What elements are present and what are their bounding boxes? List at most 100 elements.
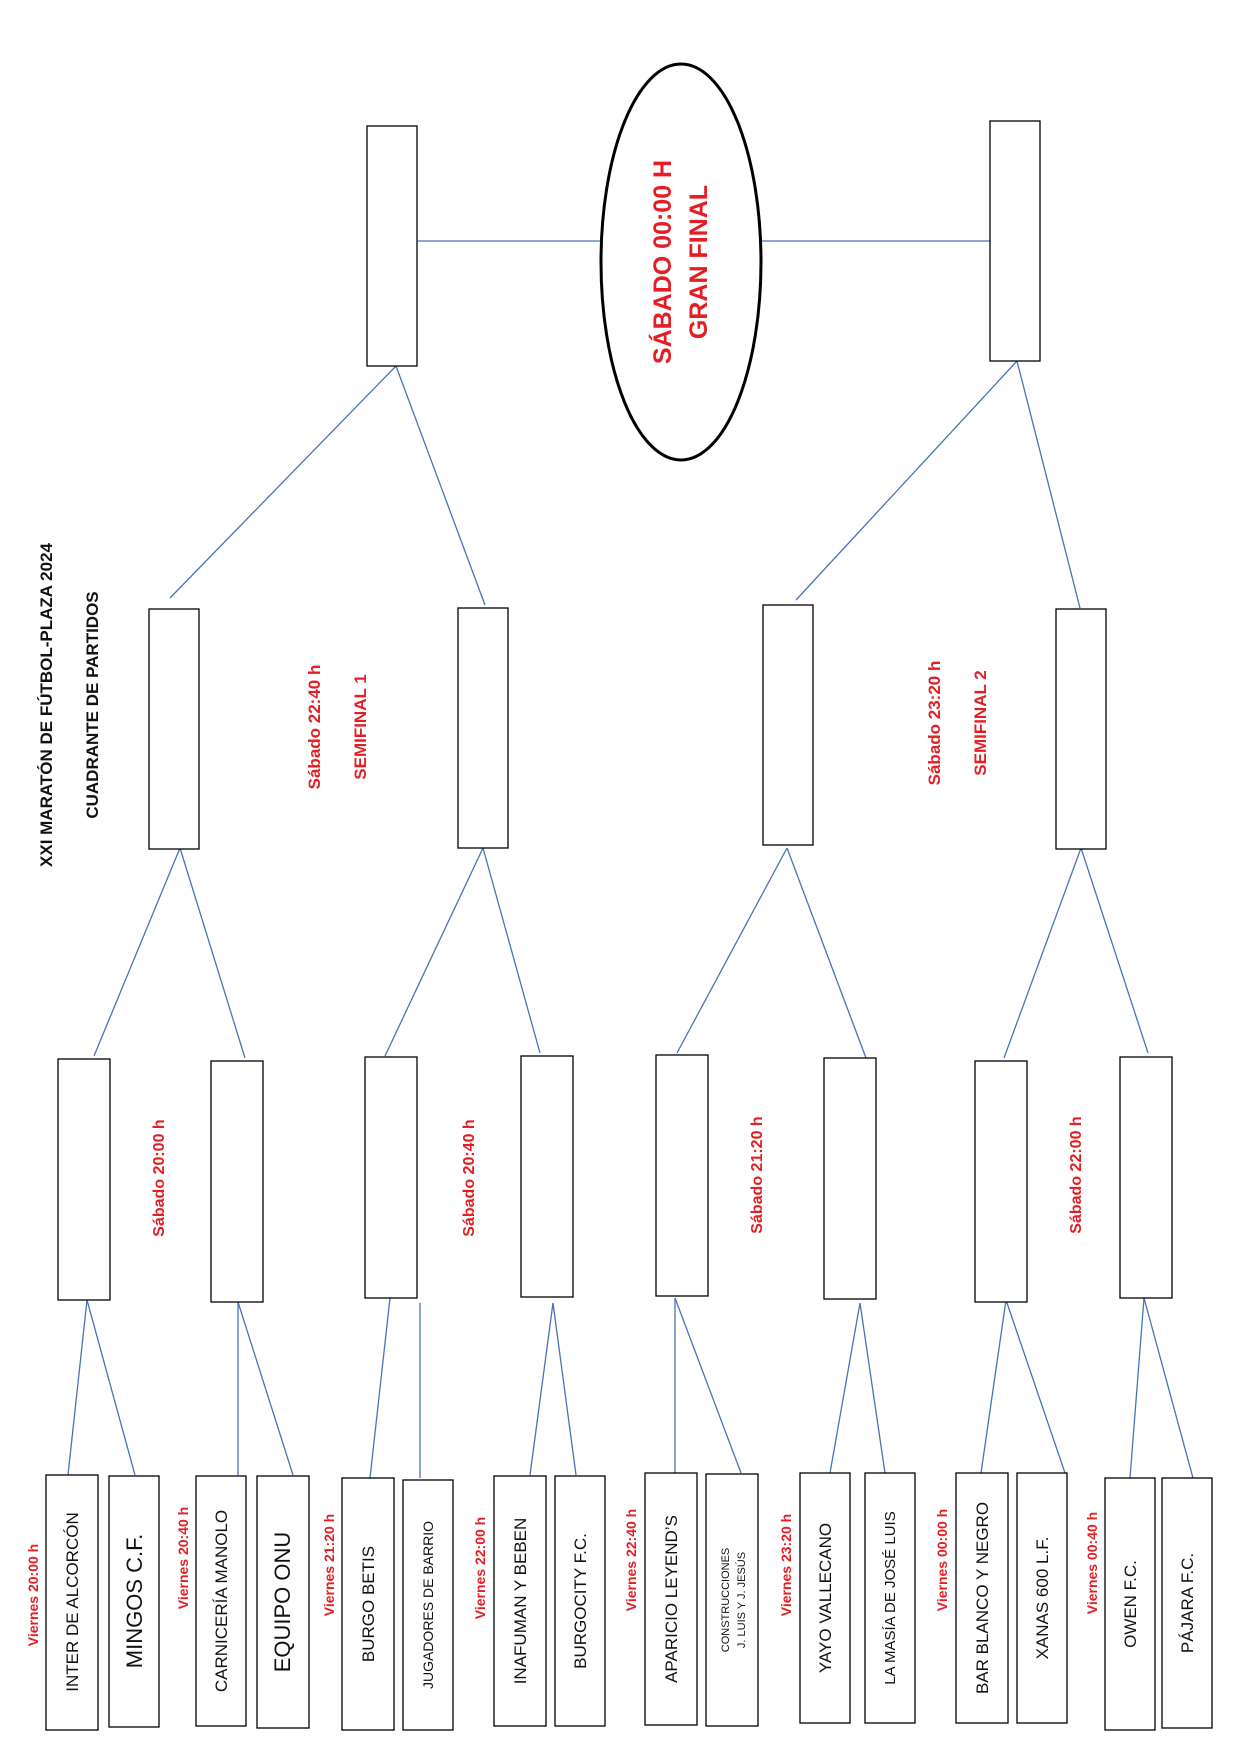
team-box	[705, 1473, 759, 1727]
team-box	[799, 1472, 851, 1724]
connector-line	[674, 1297, 742, 1474]
semifinal-box	[148, 608, 200, 850]
team-box	[195, 1475, 247, 1727]
team-box	[1104, 1477, 1156, 1731]
connector-line	[169, 365, 397, 599]
team-name: JUGADORES DE BARRIO	[420, 1521, 436, 1689]
page-subtitle: CUADRANTE DE PARTIDOS	[83, 591, 102, 818]
team-name: APARICIO LEYEND’S	[662, 1515, 681, 1683]
team-box	[1016, 1472, 1068, 1724]
result-boxes	[57, 120, 1173, 1303]
team-box	[554, 1475, 606, 1727]
team-box	[1161, 1477, 1213, 1729]
connector-line	[1080, 847, 1149, 1054]
quarterfinal-box	[520, 1055, 574, 1298]
quarterfinal-box	[823, 1057, 877, 1300]
match-time: Viernes 23:20 h	[778, 1514, 794, 1616]
team-name: EQUIPO ONU	[270, 1532, 295, 1673]
team-name: OWEN F.C.	[1121, 1560, 1140, 1648]
semifinal-box	[457, 607, 509, 849]
connector-line	[1143, 1297, 1194, 1479]
quarterfinal-1-time: Sábado 20:00 h	[151, 1119, 168, 1236]
quarterfinal-4-time: Sábado 22:00 h	[1068, 1116, 1085, 1233]
team-box	[864, 1472, 916, 1724]
connector-line	[1016, 360, 1081, 609]
connector-line	[980, 1299, 1007, 1474]
connector-line	[482, 847, 541, 1054]
team-box	[493, 1475, 547, 1727]
final-label: SÁBADO 00:00 H GRAN FINAL	[648, 160, 713, 364]
team-box	[955, 1472, 1009, 1724]
connector-line	[1005, 1299, 1066, 1474]
connector-line	[67, 1299, 88, 1476]
team-box	[402, 1479, 454, 1731]
quarterfinal-box	[57, 1058, 111, 1301]
team-name: INTER DE ALCORCÓN	[63, 1512, 82, 1691]
connector-line	[179, 847, 246, 1059]
semifinal-2-label: Sábado 23:20 h SEMIFINAL 2	[925, 661, 990, 786]
team-name: LA MASÍA DE JOSÉ LUIS	[882, 1511, 899, 1684]
team-name: BURGOCITY F.C.	[571, 1533, 590, 1669]
semifinal-2-title: SEMIFINAL 2	[971, 670, 990, 775]
team-name: PÁJARA F.C.	[1178, 1553, 1197, 1653]
connector-line	[86, 1299, 136, 1476]
connector-line	[529, 1302, 554, 1476]
match-time: Viernes 21:20 h	[321, 1514, 337, 1616]
finalist-box-1	[366, 125, 418, 367]
finalist-box-2	[989, 120, 1041, 362]
team-name-line1: CONSTRUCCIONES	[720, 1548, 732, 1653]
first-round-times: Viernes 20:00 h Viernes 20:40 h Viernes …	[25, 1507, 1100, 1646]
final-time: SÁBADO 00:00 H	[648, 160, 677, 364]
match-time: Viernes 20:40 h	[175, 1507, 191, 1609]
quarterfinal-box	[210, 1060, 264, 1303]
first-round-teams: INTER DE ALCORCÓN MINGOS C.F. CARNICERÍA…	[45, 1472, 1213, 1731]
connector-line	[1003, 847, 1082, 1059]
final-oval	[599, 62, 763, 462]
match-time: Viernes 22:40 h	[623, 1509, 639, 1611]
quarterfinal-box	[1119, 1056, 1173, 1299]
team-name: BURGO BETIS	[359, 1546, 378, 1662]
team-name: XANAS 600 L.F.	[1033, 1537, 1052, 1660]
connector-line	[1129, 1297, 1145, 1479]
match-time: Viernes 00:00 h	[934, 1509, 950, 1611]
team-box	[108, 1475, 160, 1728]
team-box	[341, 1477, 395, 1731]
semifinal-box	[1055, 608, 1107, 850]
quarterfinal-box	[364, 1056, 418, 1299]
connector-line	[859, 1302, 886, 1474]
semifinal-1-time: Sábado 22:40 h	[305, 665, 324, 790]
title-block: XXI MARATÓN DE FÚTBOL-PLAZA 2024 CUADRAN…	[37, 542, 102, 867]
semifinal-2-time: Sábado 23:20 h	[925, 661, 944, 786]
team-box	[45, 1474, 99, 1731]
team-name: INAFUMAN Y BEBEN	[511, 1518, 530, 1685]
connector-line	[795, 360, 1018, 601]
team-box	[256, 1475, 310, 1729]
quarterfinal-2-time: Sábado 20:40 h	[461, 1119, 478, 1236]
team-name: CARNICERÍA MANOLO	[212, 1510, 231, 1692]
connector-lines	[67, 240, 1194, 1479]
match-time: Viernes 20:00 h	[25, 1544, 41, 1646]
connector-line	[676, 847, 788, 1054]
quarterfinal-box	[655, 1054, 709, 1297]
semifinal-box	[762, 604, 814, 846]
team-name-line2: J. LUIS Y J. JESÚS	[735, 1552, 748, 1648]
connector-line	[93, 847, 181, 1057]
match-time: Viernes 22:00 h	[472, 1517, 488, 1619]
final-title: GRAN FINAL	[685, 185, 713, 339]
connector-line	[384, 847, 484, 1057]
quarterfinal-3-time: Sábado 21:20 h	[749, 1116, 766, 1233]
connector-line	[369, 1297, 391, 1479]
connector-line	[552, 1302, 577, 1476]
connector-line	[829, 1302, 861, 1474]
team-name: YAYO VALLECANO	[816, 1523, 835, 1673]
semifinal-1-title: SEMIFINAL 1	[351, 674, 370, 779]
quarterfinal-box	[974, 1060, 1028, 1303]
connector-line	[786, 847, 867, 1059]
page-title: XXI MARATÓN DE FÚTBOL-PLAZA 2024	[37, 542, 56, 867]
team-name: MINGOS C.F.	[122, 1534, 147, 1668]
connector-line	[395, 365, 486, 606]
connector-line	[237, 1301, 294, 1476]
team-name: BAR BLANCO Y NEGRO	[973, 1502, 992, 1694]
